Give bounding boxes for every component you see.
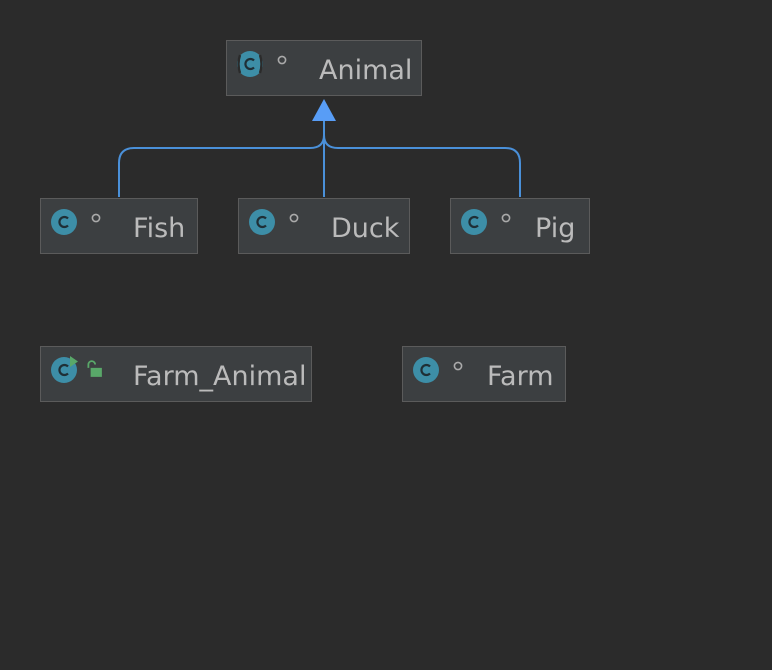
class-node-pig[interactable]: Pig (450, 198, 590, 254)
package-private-circle-icon (91, 213, 101, 223)
class-c-icon (413, 357, 439, 383)
class-node-farm-animal[interactable]: Farm_Animal (40, 346, 312, 402)
inheritance-arrowhead (312, 99, 336, 121)
package-private-circle-icon (277, 55, 287, 65)
class-name-label: Duck (331, 213, 400, 244)
package-private-circle-icon (289, 213, 299, 223)
class-c-icon (51, 209, 77, 235)
class-c-icon (461, 209, 487, 235)
package-private-circle-icon (501, 213, 511, 223)
class-node-duck[interactable]: Duck (238, 198, 410, 254)
class-node-farm[interactable]: Farm (402, 346, 566, 402)
edge-pig-to-animal[interactable] (323, 118, 521, 197)
package-private-circle-icon (453, 361, 463, 371)
class-name-label: Fish (133, 213, 186, 244)
class-name-label: Farm (487, 361, 554, 392)
class-name-label: Farm_Animal (133, 361, 307, 392)
class-node-fish[interactable]: Fish (40, 198, 198, 254)
runnable-class-c-icon (51, 356, 78, 383)
class-c-icon (249, 209, 275, 235)
class-node-animal[interactable]: Animal (226, 40, 422, 96)
public-unlock-icon (87, 360, 102, 377)
edge-fish-to-animal[interactable] (118, 118, 325, 197)
class-name-label: Animal (319, 55, 413, 86)
class-name-label: Pig (535, 213, 576, 244)
abstract-class-c-icon (237, 51, 263, 77)
